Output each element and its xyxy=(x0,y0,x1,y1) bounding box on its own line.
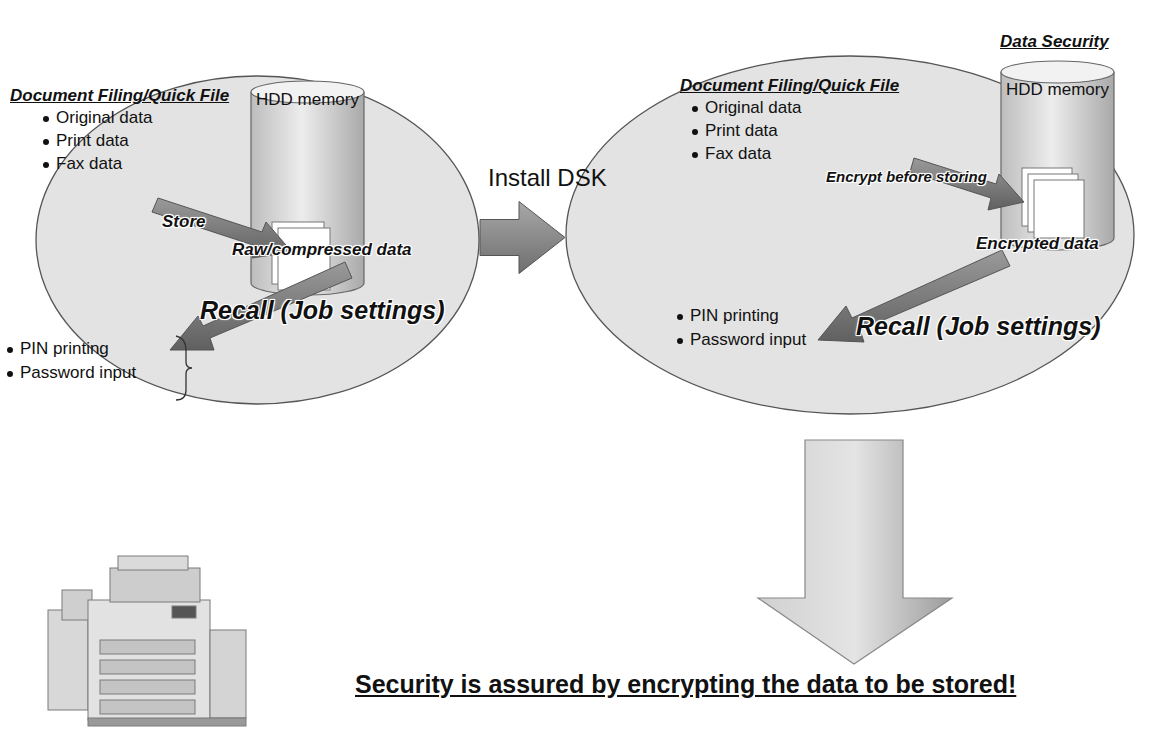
conclusion-text: Security is assured by encrypting the da… xyxy=(355,670,1016,699)
recall-arrow xyxy=(818,250,1010,342)
bullet-dot xyxy=(7,371,13,377)
list-item: Fax data xyxy=(705,144,771,164)
page-title: Data Security xyxy=(1000,32,1109,52)
annotation-label: Store xyxy=(162,212,205,232)
document-sheets xyxy=(1022,168,1084,238)
section-heading: Document Filing/Quick File xyxy=(10,86,229,106)
annotation-label: PIN printing xyxy=(20,339,109,359)
bullet-dot xyxy=(692,152,698,158)
list-item: Fax data xyxy=(56,154,122,174)
down-arrow xyxy=(758,440,952,664)
list-item: Original data xyxy=(56,108,152,128)
recall-arrow xyxy=(170,262,352,350)
annotation-label: Encrypt before storing xyxy=(826,168,987,185)
list-item: Print data xyxy=(705,121,778,141)
edge-label: Install DSK xyxy=(488,164,607,192)
install-arrow xyxy=(480,202,565,274)
bullet-dot xyxy=(7,347,13,353)
hdd-label: HDD memory xyxy=(256,90,359,110)
list-item: Original data xyxy=(705,98,801,118)
bullet-dot xyxy=(677,314,683,320)
annotation-label: Password input xyxy=(20,363,136,383)
encrypt-arrow xyxy=(910,158,1024,210)
section-heading: Document Filing/Quick File xyxy=(680,76,899,96)
copier-illustration xyxy=(48,556,246,726)
annotation-label: Encrypted data xyxy=(976,234,1099,254)
bullet-dot xyxy=(692,106,698,112)
bullet-dot xyxy=(677,338,683,344)
bullet-dot xyxy=(43,139,49,145)
bullet-dot xyxy=(692,129,698,135)
annotation-label: Recall (Job settings) xyxy=(200,296,445,325)
hdd-label: HDD memory xyxy=(1006,80,1109,100)
list-item: PIN printing xyxy=(690,306,779,326)
list-item: Print data xyxy=(56,131,129,151)
list-item: Password input xyxy=(690,330,806,350)
bracket xyxy=(176,336,192,400)
annotation-label: Raw/compressed data xyxy=(232,240,412,260)
bullet-dot xyxy=(43,116,49,122)
bullet-dot xyxy=(43,162,49,168)
store-arrow xyxy=(152,198,292,258)
annotation-label: Recall (Job settings) xyxy=(856,312,1101,341)
